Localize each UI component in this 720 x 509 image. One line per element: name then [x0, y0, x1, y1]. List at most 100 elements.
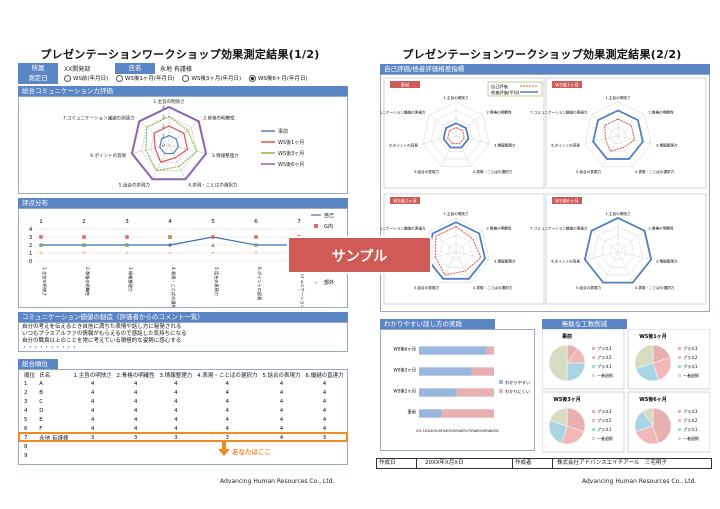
gap-radar-self: [583, 217, 653, 284]
pie-legend-label: プラス2: [597, 417, 612, 423]
gap-radar-axis: [455, 114, 483, 137]
dist-legend-label: 自己: [324, 212, 334, 219]
table-cell: 6: [24, 425, 28, 432]
radar-chart: 012341.主旨の明快さ2.骨格の明瞭性3.情報整理力4.表現・ことばの選択力…: [63, 98, 304, 189]
table-cell: [157, 451, 194, 460]
gap-radar-grid: [447, 243, 465, 260]
radar-legend-label: WS後3ヶ月: [278, 150, 304, 157]
table-cell: 7: [24, 434, 28, 441]
comment: いつもプラスアルファの情報がもらえるので感話した気持ちになる: [22, 331, 187, 337]
table-cell: 4: [90, 416, 95, 423]
table-cell: [71, 451, 114, 460]
pie-legend-swatch: [678, 428, 681, 431]
dist-point-dept: [125, 243, 129, 247]
page-left: プレゼンテーションワークショップ効果測定結果(1/2) 所属 XX開発部 氏名 …: [10, 0, 350, 509]
table-cell: 4: [279, 380, 284, 387]
table-cell: [303, 442, 346, 451]
gap-radar-axis-label: 4.表現・ことばの選択力: [635, 285, 675, 290]
table-cell: 4: [279, 416, 284, 423]
gap-radar-charts: 事前1.主旨の明快さ2.骨格の明瞭性3.情報整理力4.表現・ことばの選択力5.話…: [380, 77, 707, 305]
dist-point-outside: +: [210, 250, 215, 257]
section-comments-header: コミュニケーション価値の創造（評価者からのコメント一覧）: [18, 312, 348, 322]
radar-series-2: [145, 115, 198, 172]
bar-tick-label: 100%: [489, 429, 499, 433]
pie-title: WS後6ヶ月: [639, 396, 667, 403]
table-header-cell: 氏名: [39, 372, 51, 379]
arrow-icon: [218, 440, 230, 456]
gap-radar-axis: [584, 135, 619, 144]
section-dist-header: 評点分布: [18, 198, 348, 208]
radar-axis-label: 4.表現・ことばの選択力: [188, 182, 238, 189]
table-cell: 4: [322, 425, 327, 432]
dist-top-number: 4: [168, 219, 172, 225]
table-row: 8: [22, 442, 346, 451]
gap-radar-grid: [422, 101, 490, 167]
author-value: 株式会社アドバンスエイチアール 三宅明子: [557, 460, 667, 466]
page-right: プレゼンテーションワークショップ効果測定結果(2/2) 自己評価/他者評価格差指…: [372, 0, 712, 509]
author-label: 作成者: [513, 459, 553, 468]
gap-radar-axis-label: 1.主旨の明快さ: [606, 95, 631, 100]
table-cell: 4: [133, 416, 138, 423]
gap-radar-axis-label: 6.ポイントの容易: [389, 143, 418, 148]
gap-radar-self: [442, 122, 470, 149]
table-cell: [37, 451, 71, 460]
gap-radar-frame: [545, 77, 707, 189]
gap-radar-axis: [455, 135, 471, 167]
radar-axis-label: 6.ポイントの容易: [90, 152, 126, 159]
dist-axis-label: 4: [29, 227, 32, 233]
gap-radar-grid: [584, 101, 652, 167]
gap-radar-grid: [609, 243, 627, 260]
table-cell: C: [39, 398, 44, 405]
table-cell: 3: [133, 434, 138, 441]
gap-radar-grid: [439, 118, 473, 152]
radar-panel: 012341.主旨の明快さ2.骨格の明瞭性3.情報整理力4.表現・ことばの選択力…: [18, 96, 348, 194]
table-cell: 4: [225, 380, 229, 387]
gap-radar-title-badge: [552, 81, 582, 88]
dist-category-label: 2.骨格の明瞭性: [84, 267, 91, 296]
table-row: 9: [22, 451, 346, 460]
dist-point-g: [125, 235, 129, 239]
distribution-chart: 123456743210+++++++1.主旨の明快さ2.骨格の明瞭性3.情報整…: [29, 212, 343, 334]
table-cell: 4: [90, 389, 95, 396]
gap-radar-axis: [603, 135, 619, 167]
radar-legend-label: WS後6ヶ月: [278, 161, 304, 168]
pie-legend-label: プラス1: [683, 426, 698, 432]
table-cell: 4: [322, 389, 327, 396]
bar-category-label: WS後3ヶ月: [393, 366, 416, 373]
option-pre[interactable]: WS前(年月日): [64, 75, 108, 82]
table-header-cell: 6.優越の直達力: [305, 372, 344, 379]
gap-radar-self: [592, 109, 644, 160]
dist-point-dept: [211, 243, 215, 247]
pie-slice: [548, 344, 568, 382]
bar-tick-label: 30%: [438, 429, 446, 433]
section-ranking-header: 総合順位: [18, 359, 58, 369]
gap-radar-grid: [601, 234, 635, 268]
bar-tick-label: 10%: [423, 429, 431, 433]
pie-legend-swatch: [678, 410, 681, 413]
dist-axis-label: 3: [29, 235, 32, 241]
table-cell: 4: [322, 398, 327, 405]
pie-legend-swatch: [592, 428, 595, 431]
dist-legend-label: G内: [324, 223, 333, 230]
bar-tick-label: 20%: [430, 429, 438, 433]
ranking-panel: [18, 369, 348, 465]
option-3m[interactable]: WS後3ヶ月(年月日): [182, 75, 241, 82]
table-cell: 4: [133, 425, 138, 432]
dept-value: XX開発部: [64, 66, 91, 73]
gap-legend-label: 他者評価(平均): [491, 89, 520, 96]
gap-radar-axis-label: 4.表現・ことばの選択力: [473, 285, 513, 290]
pie-title: WS後3ヶ月: [553, 396, 581, 403]
dist-point-g: [254, 235, 258, 239]
pie-legend-swatch: [592, 365, 595, 368]
pie-legend-label: プラス1: [597, 426, 612, 432]
gap-radar-axis-label: 1.主旨の明快さ: [444, 95, 469, 100]
dist-top-number: 5: [211, 219, 215, 225]
option-6m[interactable]: WS後6ヶ月(年月日): [248, 75, 308, 82]
waste-pie-charts: 事前プラス3プラス2プラス1一者退術WS後1ヶ月プラス3プラス2プラス1一者退術…: [542, 329, 710, 453]
pie-legend-swatch: [678, 437, 681, 440]
pie-legend-label: プラス3: [683, 408, 698, 414]
table-cell: 4: [225, 416, 229, 423]
pie-slice: [642, 407, 654, 427]
option-1m[interactable]: WS後1ヶ月(年月日): [115, 75, 175, 82]
